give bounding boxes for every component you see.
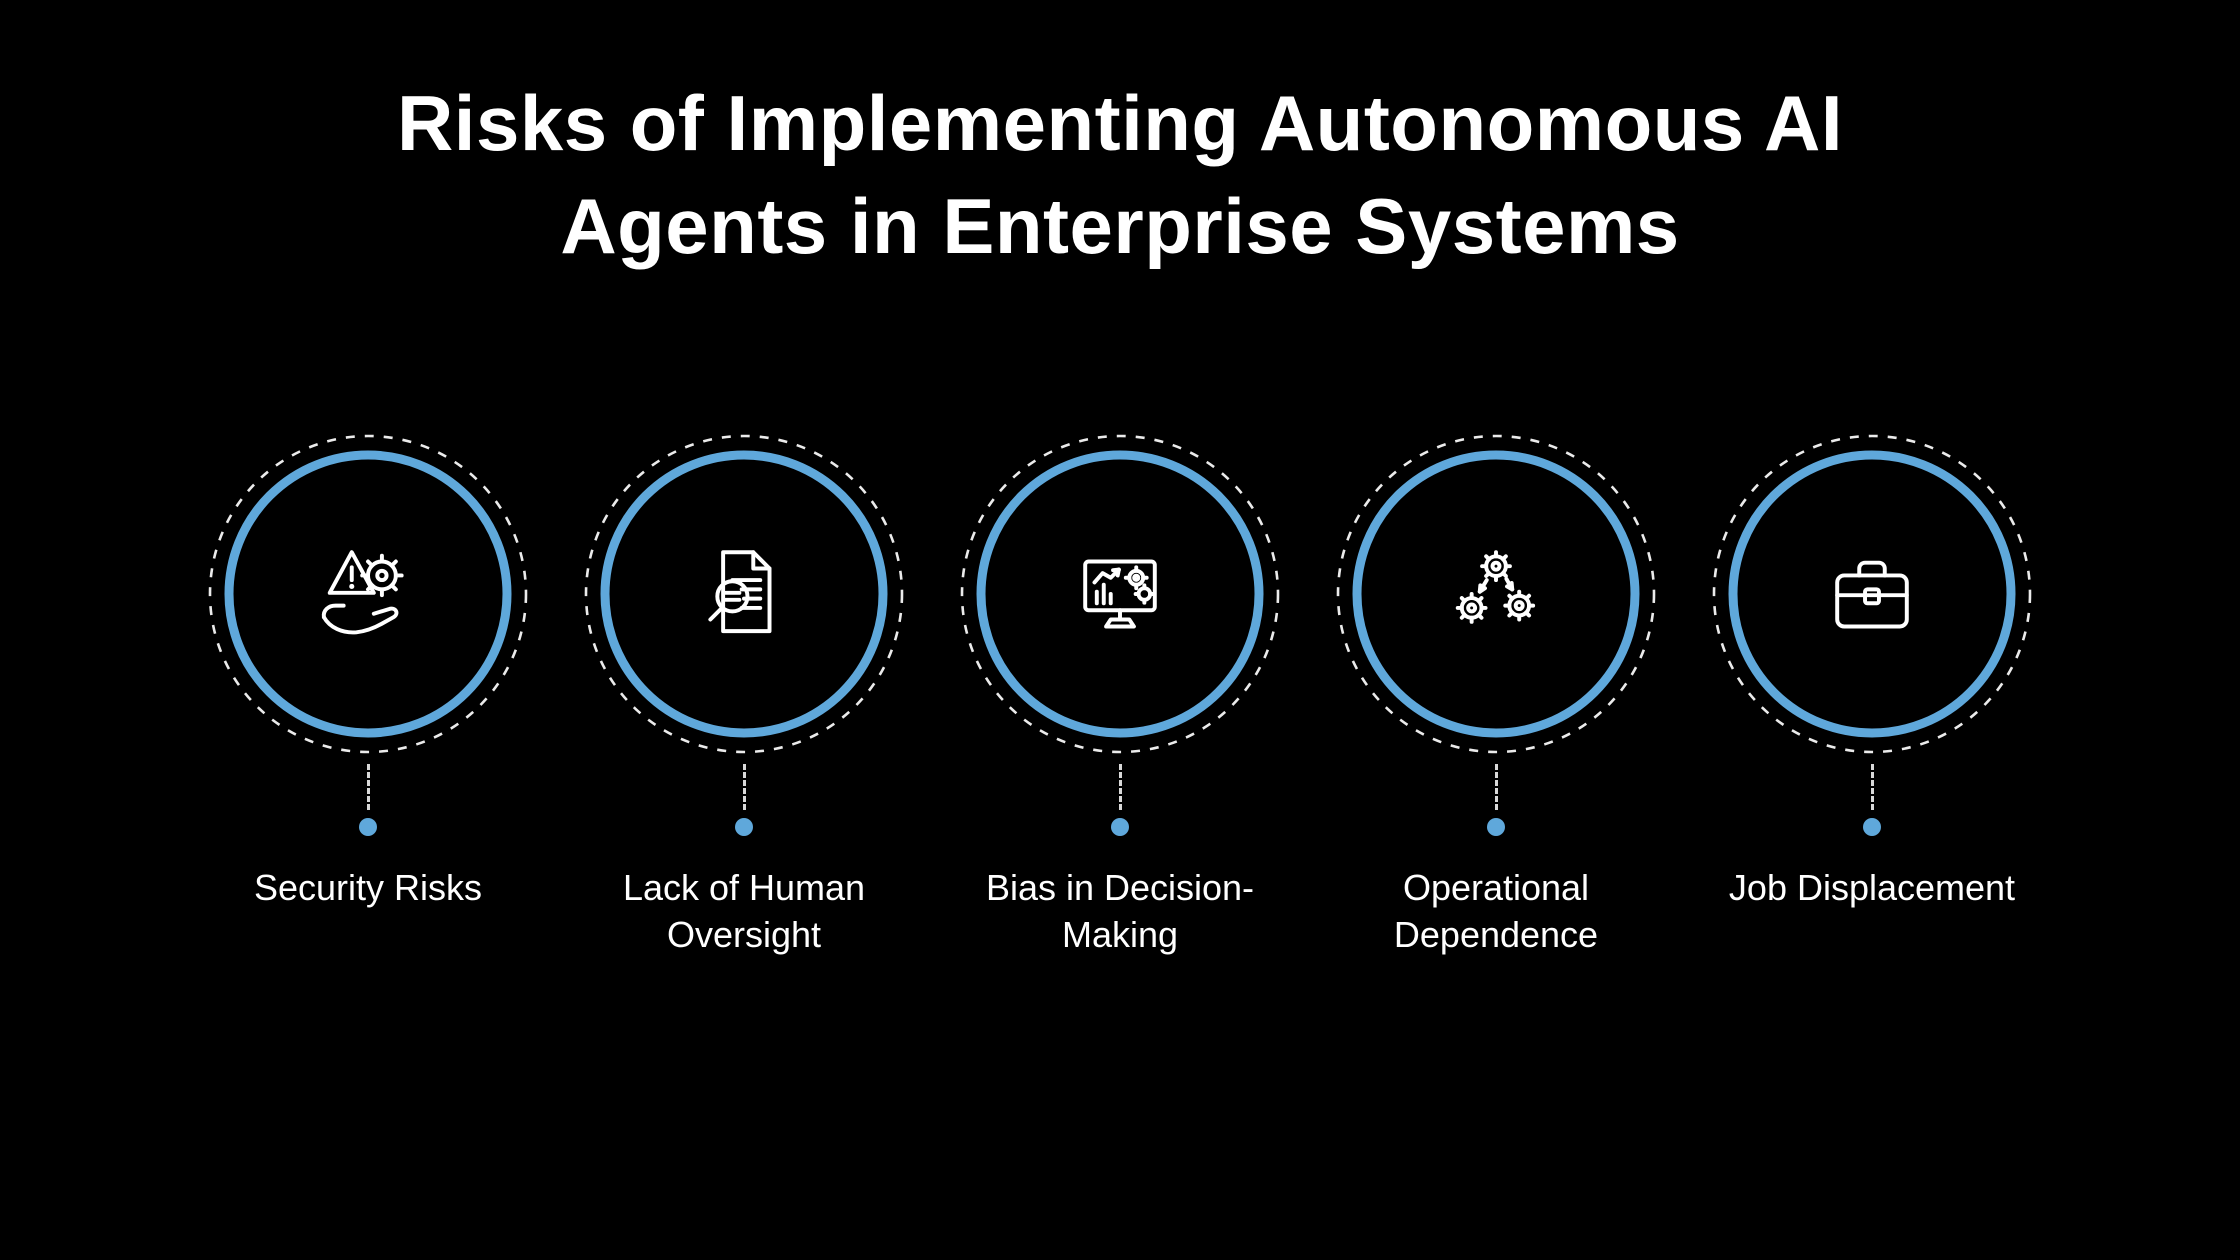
risk-label: Lack of Human Oversight	[622, 866, 866, 956]
risk-item-operational-dependence: Operational Dependence	[1330, 428, 1662, 959]
warning-gear-hand-icon	[321, 550, 404, 635]
connector-dot	[1487, 817, 1505, 836]
document-magnifier-icon	[708, 550, 772, 633]
risk-label: Operational Dependence	[1393, 866, 1599, 956]
risk-label: Bias in Decision-Making	[985, 866, 1255, 956]
page-title-line1: Risks of Implementing Autonomous AI	[396, 79, 1844, 167]
risk-circle	[1330, 428, 1662, 760]
monitor-analytics-icon	[1083, 559, 1157, 629]
circle-rings	[208, 434, 528, 754]
page-title: Risks of Implementing Autonomous AI Agen…	[0, 0, 2240, 278]
risk-item-security-risks: Security Risks	[202, 428, 534, 959]
dashed-connector	[1494, 763, 1498, 810]
connected-gears-icon	[1455, 550, 1536, 624]
connector-dot	[1863, 817, 1881, 836]
page-title-line2: Agents in Enterprise Systems	[560, 181, 1680, 270]
circle-rings	[1336, 434, 1656, 754]
risk-item-job-displacement: Job Displacement	[1706, 428, 2038, 959]
connector-dot	[735, 817, 753, 836]
risk-circle	[1706, 428, 2038, 760]
dashed-connector	[1118, 763, 1122, 810]
risk-label: Security Risks	[253, 866, 483, 908]
risk-label: Job Displacement	[1728, 866, 2016, 908]
circle-rings	[1712, 434, 2032, 754]
connector-dot	[1111, 817, 1129, 836]
risk-items-row: Security Risks	[0, 428, 2240, 959]
briefcase-icon	[1835, 560, 1909, 629]
dashed-connector	[1870, 763, 1874, 810]
risk-circle	[202, 428, 534, 760]
dashed-connector	[366, 763, 370, 810]
circle-rings	[584, 434, 904, 754]
risk-circle	[578, 428, 910, 760]
circle-rings	[960, 434, 1280, 754]
risk-item-bias-in-decision-making: Bias in Decision-Making	[954, 428, 1286, 959]
connector-dot	[359, 817, 377, 836]
dashed-connector	[742, 763, 746, 810]
risk-circle	[954, 428, 1286, 760]
risk-item-lack-of-human-oversight: Lack of Human Oversight	[578, 428, 910, 959]
